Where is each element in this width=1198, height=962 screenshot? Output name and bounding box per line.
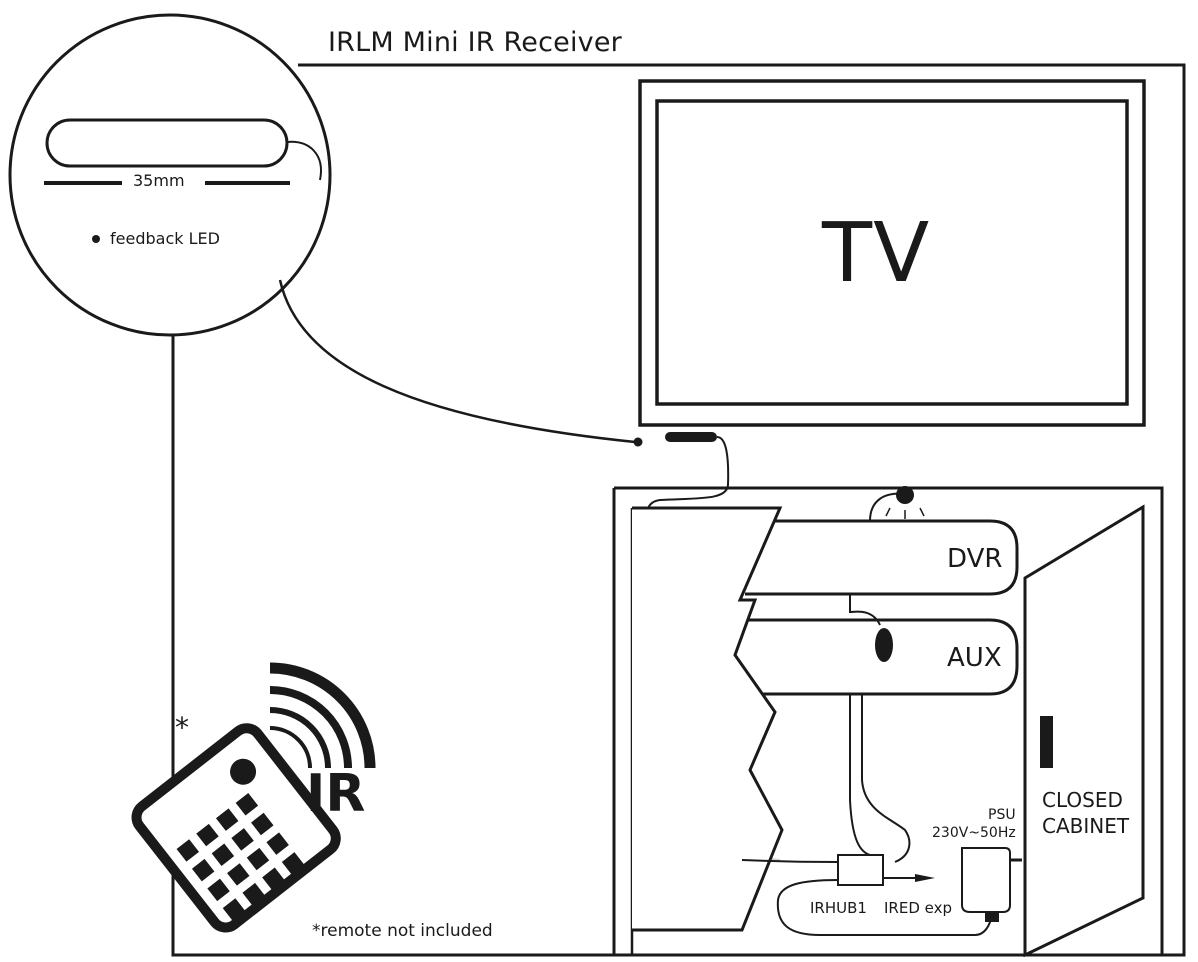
room-outline xyxy=(171,63,1186,957)
dvr-device xyxy=(745,519,1019,596)
psu-label: PSU xyxy=(988,807,1016,823)
feedback-led-label: feedback LED xyxy=(110,229,220,248)
ir-receiver xyxy=(665,432,717,442)
ir-emitter-aux xyxy=(849,594,893,662)
closed-cabinet-label: CLOSED CABINET xyxy=(1042,788,1130,838)
cabinet-side-panel xyxy=(632,506,784,932)
psu-spec-label: 230V~50Hz xyxy=(932,825,1016,841)
ir-receiver-closeup xyxy=(45,118,289,168)
remote-note: *remote not included xyxy=(312,921,493,941)
door-handle xyxy=(1040,716,1053,768)
ir-hub xyxy=(837,854,884,886)
irhub-label: IRHUB1 xyxy=(810,899,867,917)
ired-exp-label: IRED exp xyxy=(884,899,953,917)
dvr-label: DVR xyxy=(947,544,1003,574)
cabinet xyxy=(612,486,1164,958)
ir-emitter-dvr xyxy=(869,486,925,522)
zoom-callout xyxy=(8,13,332,337)
feedback-led-dot xyxy=(92,235,100,243)
psu xyxy=(961,847,1022,922)
cabinet-door xyxy=(1023,504,1145,958)
tv xyxy=(638,79,1146,427)
tv-label: TV xyxy=(822,206,931,301)
ir-label: IR xyxy=(306,764,366,824)
receiver-cable xyxy=(278,279,636,444)
size-label: 35mm xyxy=(133,171,185,190)
remote-asterisk: * xyxy=(175,711,189,744)
ir-signal-waves xyxy=(269,662,376,769)
aux-label: AUX xyxy=(947,643,1002,673)
diagram-title: IRLM Mini IR Receiver xyxy=(328,27,622,58)
remote-control xyxy=(131,723,341,933)
